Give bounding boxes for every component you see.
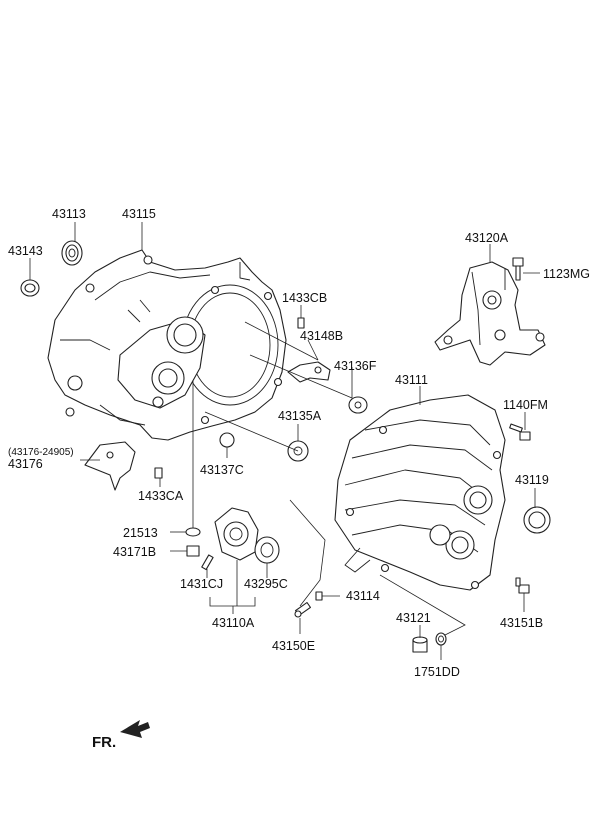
label-43110A: 43110A (212, 616, 255, 630)
spacer-43148B[interactable] (287, 361, 331, 383)
washer-1751DD[interactable] (435, 632, 447, 646)
drain-plug-43121[interactable] (412, 636, 428, 653)
transaxle-case-43111[interactable] (334, 394, 506, 591)
label-43113: 43113 (52, 207, 86, 221)
label-1433CA: 1433CA (138, 489, 184, 503)
label-43171B: 43171B (113, 545, 156, 559)
label-43295C: 43295C (244, 577, 288, 591)
label-43120A: 43120A (465, 231, 509, 245)
label-43111: 43111 (395, 373, 428, 387)
label-43114: 43114 (346, 589, 380, 603)
label-43115: 43115 (122, 207, 156, 221)
label-1433CB: 1433CB (282, 291, 327, 305)
part-labels: 43113 43115 43143 43120A 1123MG 1433CB 4… (8, 207, 590, 751)
leader-lines (29, 222, 540, 660)
clutch-housing-43115[interactable] (47, 249, 287, 441)
label-43148B: 43148B (300, 329, 343, 343)
breather-43150E[interactable] (294, 601, 312, 618)
label-43135A: 43135A (278, 409, 322, 423)
bracket-43176[interactable] (84, 441, 136, 491)
differential-43110A[interactable] (214, 507, 259, 561)
pin-1433CB[interactable] (297, 317, 305, 329)
label-43176-ref: (43176-24905) (8, 447, 74, 458)
label-1140FM: 1140FM (503, 398, 548, 412)
front-arrow-icon (120, 720, 150, 738)
label-43176: 43176 (8, 457, 43, 471)
pin-1433CA[interactable] (154, 467, 163, 479)
label-43150E: 43150E (272, 639, 315, 653)
bearing-43295C[interactable] (254, 536, 280, 564)
oil-seal-43119[interactable] (523, 506, 551, 534)
bolt-1140FM[interactable] (509, 423, 531, 441)
label-43121: 43121 (396, 611, 431, 625)
seal-43137C[interactable] (219, 432, 235, 448)
label-43136F: 43136F (334, 359, 377, 373)
plate-43136F[interactable] (348, 396, 368, 414)
pin-43114[interactable] (315, 591, 323, 601)
mount-bracket-43120A[interactable] (434, 261, 546, 366)
label-21513: 21513 (123, 526, 158, 540)
bolt-43151B[interactable] (515, 577, 530, 594)
oil-seal-43143[interactable] (20, 279, 40, 297)
pin-1431CJ[interactable] (201, 554, 214, 571)
label-43137C: 43137C (200, 463, 244, 477)
label-43151B: 43151B (500, 616, 543, 630)
label-1123MG: 1123MG (543, 267, 590, 281)
label-1751DD: 1751DD (414, 665, 460, 679)
nut-43171B[interactable] (186, 545, 200, 557)
label-43143: 43143 (8, 244, 43, 258)
washer-21513[interactable] (185, 527, 201, 537)
bolt-1123MG[interactable] (512, 257, 524, 281)
label-fr: FR. (92, 734, 116, 751)
oil-seal-43113[interactable] (61, 240, 83, 266)
label-1431CJ: 1431CJ (180, 577, 223, 591)
label-43119: 43119 (515, 473, 549, 487)
